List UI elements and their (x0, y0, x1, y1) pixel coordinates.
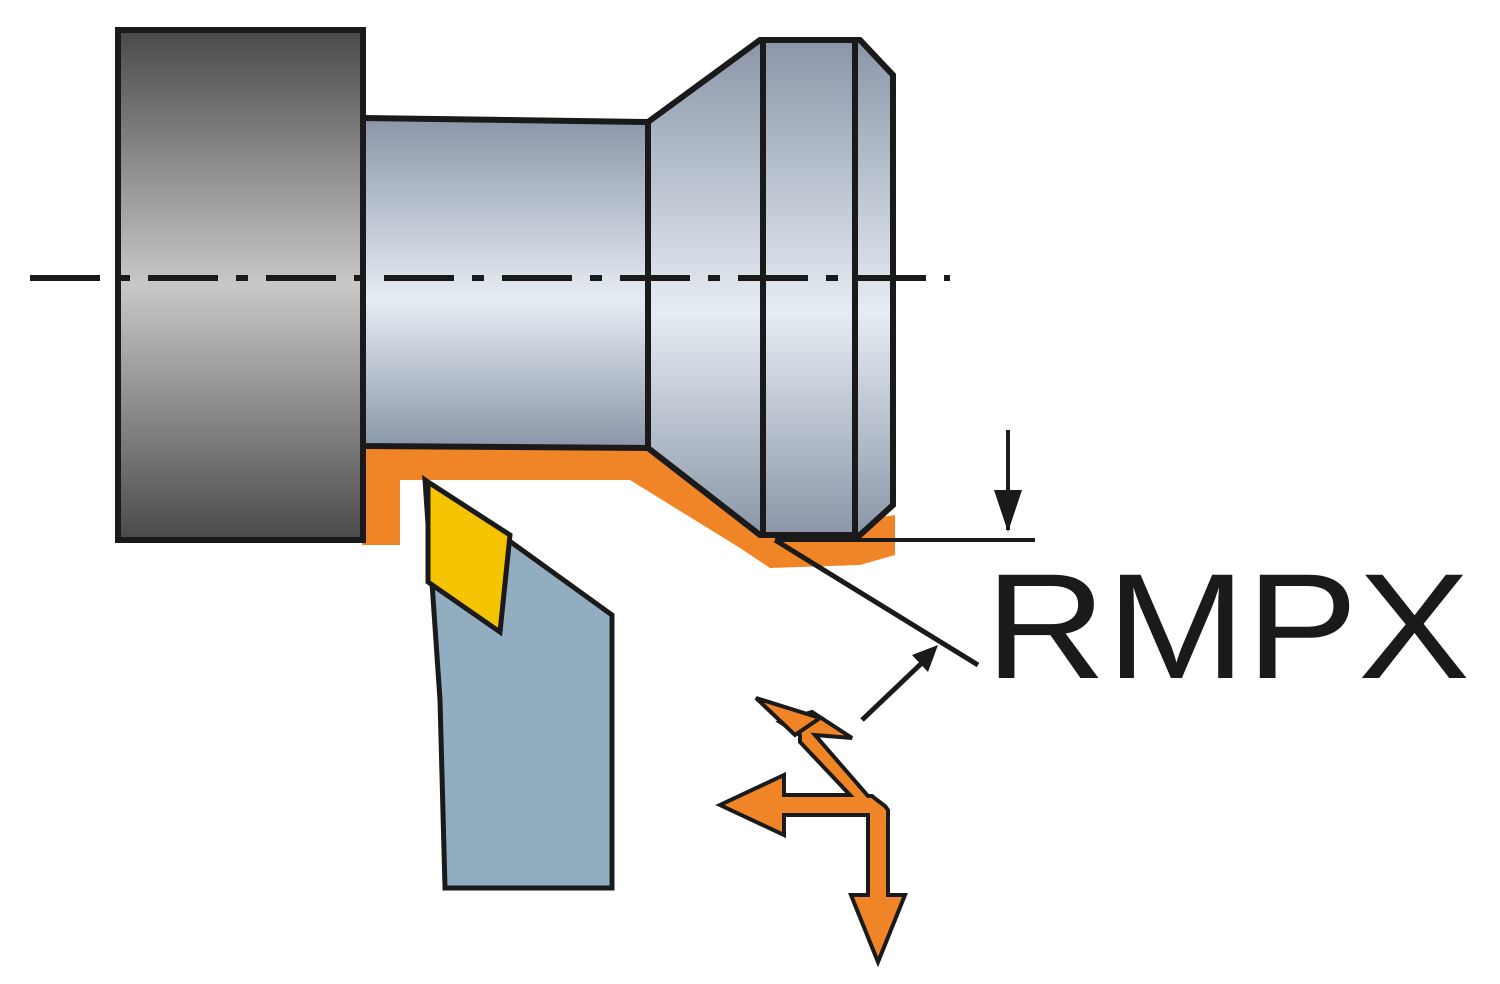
workpiece-head (645, 37, 896, 538)
feed-directions-icon (715, 696, 908, 968)
workpiece-shaft (360, 114, 651, 452)
down-arrow-icon (775, 430, 1035, 542)
angle-arrow-icon (860, 645, 938, 722)
angle-line (773, 537, 980, 668)
chuck (115, 27, 366, 543)
cutting-insert (425, 477, 513, 637)
designation-label: RMPX (985, 542, 1470, 710)
